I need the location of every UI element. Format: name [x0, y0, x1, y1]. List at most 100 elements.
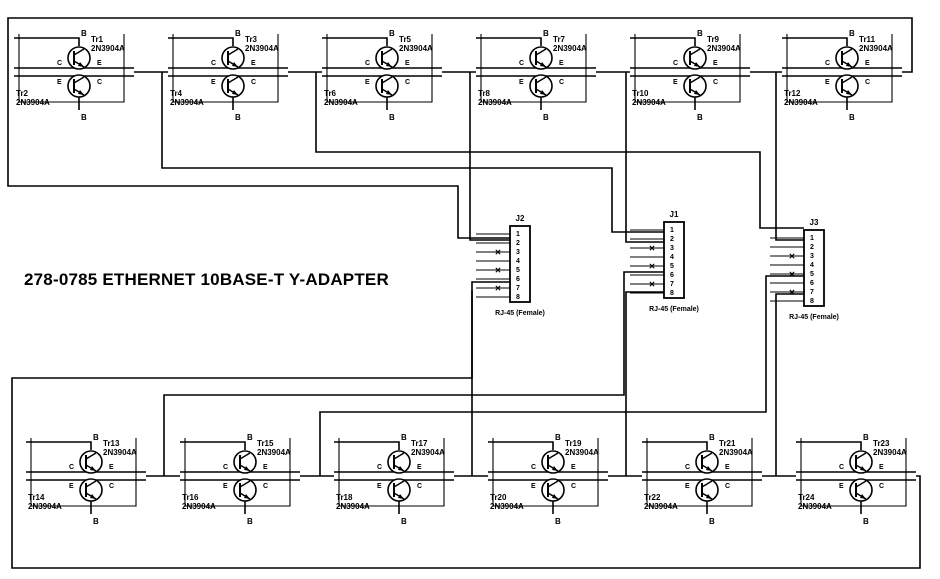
base-lead: [782, 37, 848, 46]
pin-label-e: E: [263, 464, 268, 471]
part-number: 2N3904A: [16, 98, 50, 107]
connector-pin-1: 1: [810, 235, 814, 242]
transistor-tr5: [375, 46, 399, 70]
collector-leg: [381, 48, 393, 56]
pin-label-c: C: [365, 60, 370, 67]
pin-label-b: B: [81, 113, 87, 122]
pin-label-e: E: [211, 79, 216, 86]
pin-label-b: B: [849, 113, 855, 122]
pin-label-b: B: [697, 29, 703, 38]
collector-leg: [689, 76, 701, 84]
wiring: [7, 17, 921, 569]
designator: Tr5: [399, 35, 412, 44]
pin-label-b: B: [543, 29, 549, 38]
connector-pin-3: 3: [810, 253, 814, 260]
collector-leg: [381, 76, 393, 84]
designator: Tr17: [411, 439, 428, 448]
pin-label-c: C: [865, 79, 870, 86]
designator: Tr14: [28, 493, 45, 502]
collector-leg: [239, 480, 251, 488]
transistor-tr19: [541, 450, 565, 474]
emitter-arrow: [398, 466, 404, 471]
wire: [11, 475, 921, 569]
pin-label-c: C: [519, 60, 524, 67]
pin-label-c: C: [825, 60, 830, 67]
part-number: 2N3904A: [245, 44, 279, 53]
part-number: 2N3904A: [336, 502, 370, 511]
pin-label-e: E: [377, 483, 382, 490]
designator: Tr7: [553, 35, 566, 44]
emitter-arrow: [232, 90, 238, 95]
pin-label-b: B: [697, 113, 703, 122]
emitter-arrow: [244, 466, 250, 471]
no-connect-mark: ✕: [789, 288, 796, 297]
designator: Tr18: [336, 493, 353, 502]
transistor-tr18: [387, 478, 411, 502]
wire: [469, 72, 510, 241]
pin-label-e: E: [879, 464, 884, 471]
emitter-arrow: [552, 466, 558, 471]
pin-label-b: B: [247, 433, 253, 442]
part-number: 2N3904A: [798, 502, 832, 511]
pin-label-b: B: [389, 29, 395, 38]
wire: [625, 72, 664, 243]
collector-leg: [85, 480, 97, 488]
connector-pin-2: 2: [516, 240, 520, 247]
connector-pin-3: 3: [516, 249, 520, 256]
pin-label-b: B: [555, 517, 561, 526]
emitter-arrow: [540, 62, 546, 67]
no-connect-mark: ✕: [495, 266, 502, 275]
transistor-tr24: [849, 478, 873, 502]
collector-leg: [73, 48, 85, 56]
pin-label-b: B: [863, 517, 869, 526]
transistor-tr13: [79, 450, 103, 474]
transistor-tr21: [695, 450, 719, 474]
no-connect-mark: ✕: [495, 284, 502, 293]
pin-label-c: C: [713, 79, 718, 86]
part-number: 2N3904A: [170, 98, 204, 107]
transistor-tr3: [221, 46, 245, 70]
wire: [625, 291, 664, 476]
wire: [319, 275, 804, 476]
emitter-arrow: [846, 90, 852, 95]
designator: Tr6: [324, 89, 337, 98]
connector-pin-3: 3: [670, 245, 674, 252]
designator: Tr20: [490, 493, 507, 502]
pin-label-e: E: [839, 483, 844, 490]
connector-pin-5: 5: [810, 271, 814, 278]
part-number: 2N3904A: [565, 448, 599, 457]
no-connect-mark: ✕: [649, 262, 656, 271]
pin-label-e: E: [57, 79, 62, 86]
collector-leg: [227, 48, 239, 56]
pin-label-b: B: [543, 113, 549, 122]
part-number: 2N3904A: [632, 98, 666, 107]
part-number: 2N3904A: [553, 44, 587, 53]
collector-leg: [547, 480, 559, 488]
part-number: 2N3904A: [784, 98, 818, 107]
pin-label-c: C: [109, 483, 114, 490]
emitter-arrow: [860, 466, 866, 471]
part-number: 2N3904A: [859, 44, 893, 53]
net-wire: [7, 72, 510, 239]
part-number: 2N3904A: [91, 44, 125, 53]
pin-label-c: C: [559, 79, 564, 86]
emitter-arrow: [232, 62, 238, 67]
connector-pin-7: 7: [670, 281, 674, 288]
designator: Tr15: [257, 439, 274, 448]
part-number: 2N3904A: [324, 98, 358, 107]
transistor-tr7: [529, 46, 553, 70]
transistor-tr22: [695, 478, 719, 502]
part-number: 2N3904A: [411, 448, 445, 457]
no-connect-mark: ✕: [789, 252, 796, 261]
connector-type: RJ-45 (Female): [789, 314, 839, 321]
connector-pin-5: 5: [516, 267, 520, 274]
pin-label-b: B: [389, 113, 395, 122]
designator: Tr4: [170, 89, 183, 98]
diagram-title: 278-0785 ETHERNET 10BASE-T Y-ADAPTER: [24, 270, 389, 289]
pin-label-b: B: [401, 433, 407, 442]
